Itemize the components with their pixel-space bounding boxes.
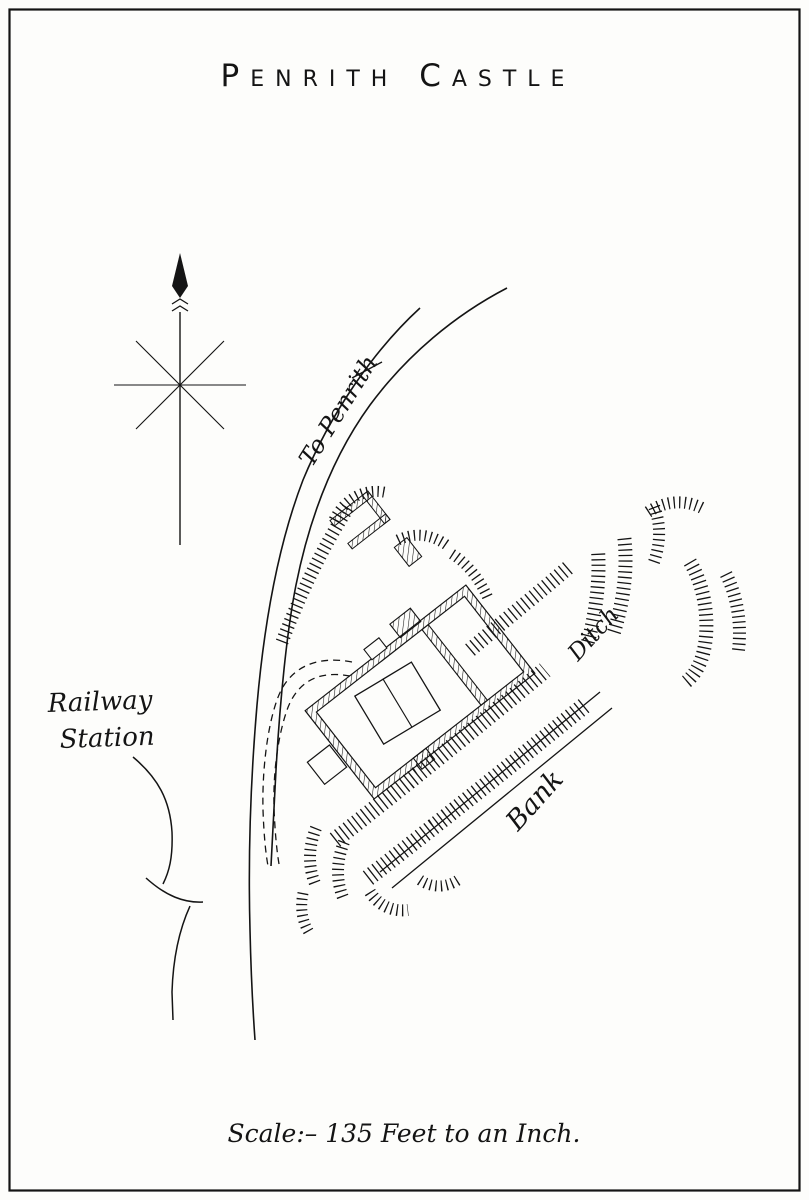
scale-note: Scale:– 135 Feet to an Inch.	[228, 1119, 581, 1148]
hachure-south-4	[364, 888, 409, 917]
hachure-counterscarp-far	[720, 571, 746, 655]
gate-tower	[389, 607, 422, 639]
inner-building	[353, 661, 442, 746]
station-label-line2: Station	[59, 722, 155, 755]
hachure-counterscarp-top	[644, 496, 705, 518]
south-turret	[412, 747, 436, 770]
north-arrow-fletch	[171, 298, 189, 312]
hachure-ditch-east-1	[581, 549, 606, 644]
hachure-counterscarp-east	[681, 558, 714, 688]
hachure-road-bank	[275, 501, 356, 645]
hachure-northeast-scarp	[448, 549, 494, 601]
north-arrow-head	[172, 253, 188, 298]
dashed-track-outer	[262, 659, 353, 867]
road-center-dash	[351, 361, 383, 379]
road-label: To Penrith	[293, 350, 383, 471]
castle-plan	[304, 584, 536, 800]
railway-curve-branch	[145, 877, 204, 903]
north-arrow-icon	[114, 253, 246, 545]
bank-label: Bank	[499, 764, 569, 837]
hachure-south-5	[416, 875, 462, 892]
dashed-track-inner	[273, 673, 351, 865]
hachure-south-1	[304, 825, 322, 889]
wall-opening	[363, 637, 388, 661]
station-label-line1: Railway	[46, 685, 153, 719]
hachure-south-2	[332, 839, 350, 903]
railway-curve-lower	[171, 905, 191, 1021]
hachure-ditch-inner	[465, 560, 575, 656]
tower-fragment	[393, 536, 423, 568]
hachure-counterscarp-mid	[647, 501, 666, 564]
hachure-outbuilding	[329, 485, 390, 523]
ditch-label: Ditch	[562, 602, 624, 667]
compass-star	[114, 340, 246, 430]
west-square-tower	[306, 744, 348, 786]
map-title: Penrith Castle	[221, 58, 576, 94]
bank-crest-line-1	[379, 691, 601, 873]
hachure-ditch-east-2	[607, 534, 633, 635]
railway-curve-upper	[132, 756, 173, 885]
road-west-edge	[248, 307, 421, 1041]
map-border	[8, 8, 801, 1192]
outbuilding	[329, 490, 391, 550]
internal-wall	[421, 623, 489, 706]
hachure-south-3	[296, 891, 315, 938]
road-east-edge	[270, 287, 508, 867]
bank-crest-line-2	[391, 707, 613, 889]
